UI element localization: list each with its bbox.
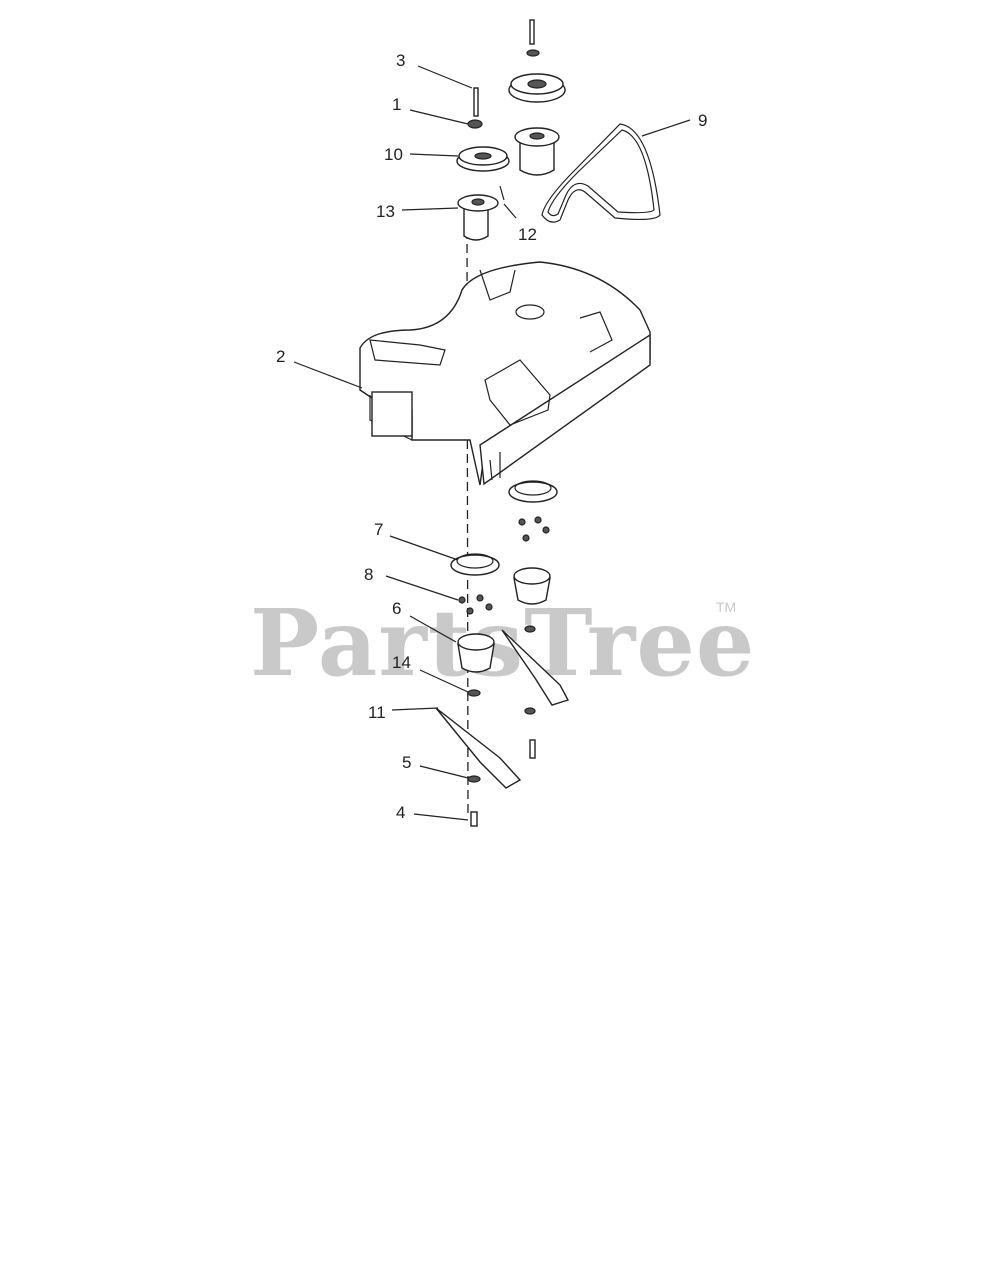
blade-adapter [457, 643, 495, 673]
left-lower-stack [435, 553, 522, 827]
left-spindle-housing [463, 203, 489, 241]
drive-belt [541, 123, 661, 223]
callout-8: 8 [364, 565, 373, 584]
right-spindle-stack [508, 19, 566, 176]
callout-12: 12 [518, 225, 537, 244]
lower-washer [467, 689, 481, 697]
bearing-plate [450, 554, 500, 576]
watermark-text: PartsTree [250, 589, 755, 697]
right-lower-stack [501, 480, 570, 759]
callout-6: 6 [392, 599, 401, 618]
watermark-trademark: TM [716, 599, 736, 615]
callout-labels: 3 1 10 13 12 9 2 7 8 6 14 11 5 4 [276, 51, 707, 822]
nut [458, 596, 466, 604]
leader-lines [293, 65, 691, 821]
right-bolt [529, 19, 535, 45]
right-blade [501, 629, 570, 706]
top-bolt [473, 87, 479, 117]
top-washer [467, 119, 483, 129]
right-bearing-plate [508, 481, 558, 503]
callout-9: 9 [698, 111, 707, 130]
blade-washer [467, 775, 481, 783]
callout-3: 3 [396, 51, 405, 70]
callout-7: 7 [374, 520, 383, 539]
deck-housing [359, 261, 651, 486]
right-spindle-housing [519, 137, 555, 176]
callout-1: 1 [392, 95, 401, 114]
key [499, 185, 505, 201]
callout-13: 13 [376, 202, 395, 221]
callout-11: 11 [368, 703, 386, 722]
mower-blade [435, 707, 522, 789]
callout-10: 10 [384, 145, 403, 164]
callout-4: 4 [396, 803, 405, 822]
left-spindle-stack [456, 87, 510, 241]
right-washer [526, 49, 540, 57]
blade-bolt [470, 811, 478, 827]
callout-2: 2 [276, 347, 285, 366]
right-blade-adapter [513, 577, 551, 605]
callout-14: 14 [392, 653, 411, 672]
callout-5: 5 [402, 753, 411, 772]
